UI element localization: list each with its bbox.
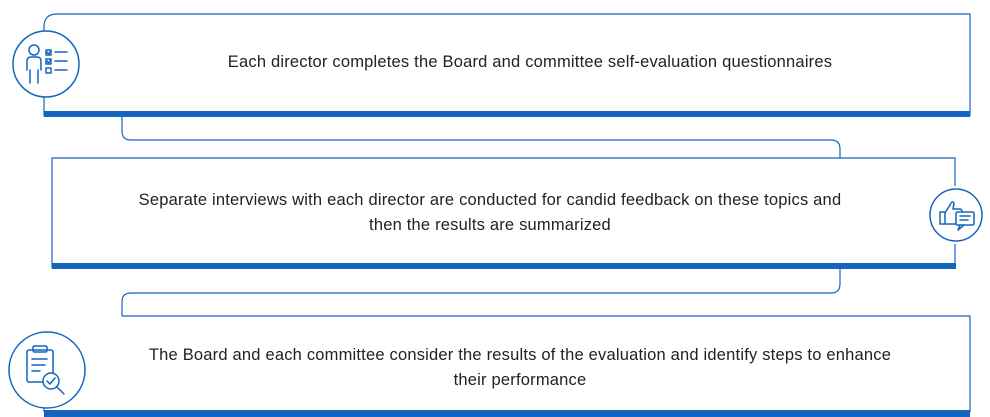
step-3-base-bar <box>44 410 970 417</box>
questionnaire-icon <box>12 30 80 98</box>
step-2-text: Separate interviews with each director a… <box>138 191 842 234</box>
step-1-text: Each director completes the Board and co… <box>227 53 833 71</box>
thumbs-up-chat-icon <box>929 188 983 242</box>
step-3-outline <box>122 315 971 412</box>
step-1-outline <box>43 13 971 116</box>
step-2-base-bar <box>52 263 956 269</box>
step-2-box <box>51 157 956 269</box>
step-3-text: The Board and each committee consider th… <box>148 346 892 389</box>
connector-step-1-to-2 <box>121 117 841 158</box>
step-1-box <box>43 13 971 117</box>
step-2-outline <box>51 157 956 268</box>
clipboard-check-icon <box>8 331 86 409</box>
connector-step-2-to-3 <box>121 269 841 316</box>
step-1-base-bar <box>44 111 970 117</box>
